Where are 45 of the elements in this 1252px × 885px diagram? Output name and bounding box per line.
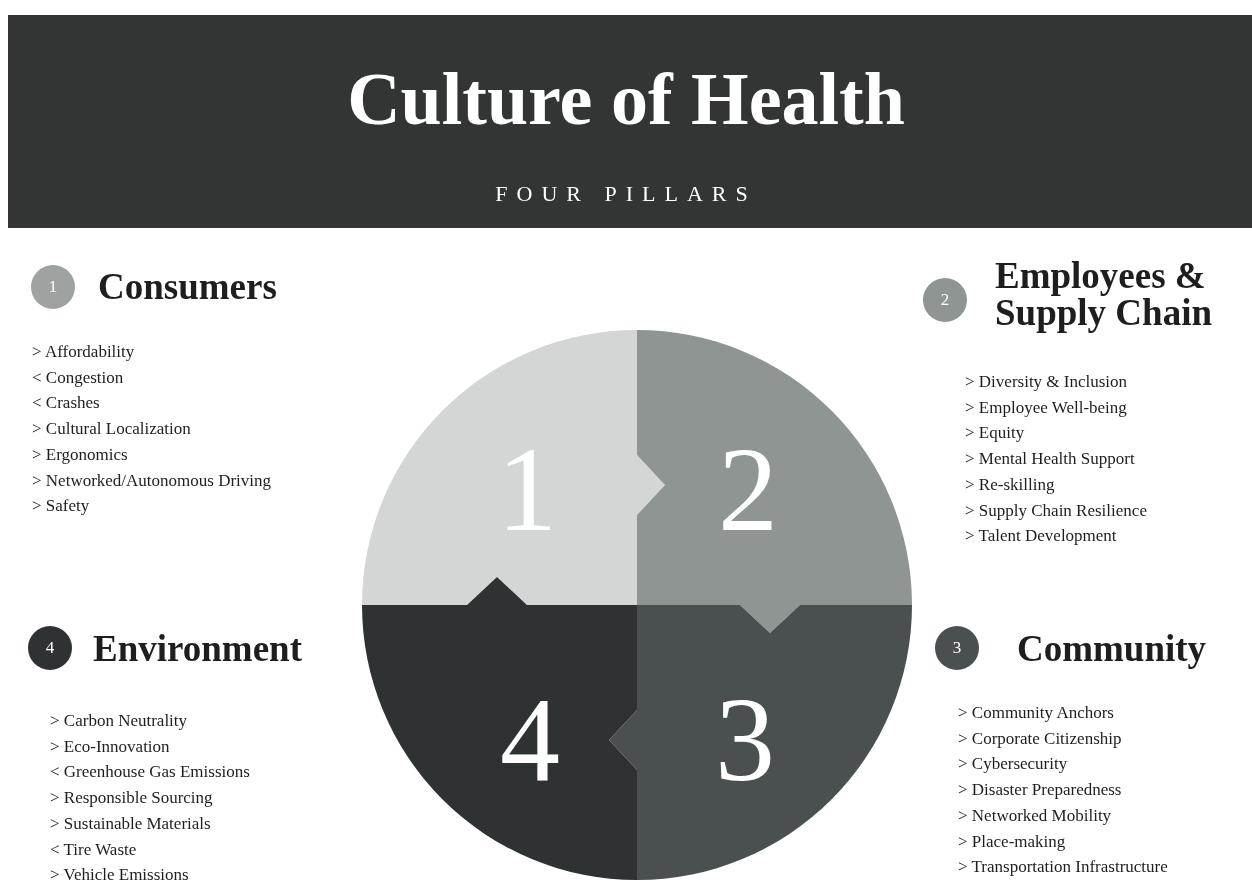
list-item: > Supply Chain Resilience [965, 501, 1147, 519]
list-item: > Vehicle Emissions [50, 866, 189, 884]
list-item: > Networked/Autonomous Driving [32, 471, 272, 489]
number-badge: 2 [923, 278, 967, 322]
list-item: > Responsible Sourcing [50, 789, 213, 807]
list-item: > Carbon Neutrality [50, 712, 188, 729]
subtitle: FOUR PILLARS [494, 183, 758, 205]
list-item: > Sustainable Materials [50, 814, 211, 832]
pillar-number: 3 [715, 680, 775, 800]
list-item: > Eco-Innovation [50, 737, 170, 755]
pillar-heading: Employees & Supply Chain [995, 257, 1213, 331]
list-item: > Disaster Preparedness [958, 781, 1122, 799]
list-item: < Greenhouse Gas Emissions [50, 763, 250, 781]
list-item: > Equity [965, 424, 1025, 442]
list-item: < Congestion [32, 368, 124, 386]
list-item: > Employee Well-being [965, 398, 1127, 416]
puzzle-quarter [362, 577, 637, 880]
puzzle-quarter [362, 330, 665, 605]
puzzle-quarter [609, 605, 912, 880]
list-item: > Corporate Citizenship [958, 729, 1122, 747]
list-item: < Tire Waste [50, 840, 137, 858]
list-item: > Place-making [958, 832, 1066, 850]
list-item: > Re-skilling [965, 475, 1055, 493]
list-item: > Cybersecurity [958, 755, 1068, 773]
list-item: > Diversity & Inclusion [965, 373, 1128, 390]
list-item: > Cultural Localization [32, 420, 191, 438]
number-badge: 4 [28, 626, 72, 670]
list-item: > Safety [32, 497, 90, 515]
list-item: > Community Anchors [958, 704, 1114, 721]
list-item: > Mental Health Support [965, 450, 1135, 468]
pillar-number: 2 [718, 430, 778, 550]
title: Culture of Health [346, 62, 906, 136]
list-item: > Talent Development [965, 527, 1117, 545]
list-item: > Ergonomics [32, 445, 128, 463]
list-item: > Affordability [32, 343, 135, 360]
number-badge: 1 [31, 265, 75, 309]
list-item: > Networked Mobility [958, 806, 1112, 824]
puzzle-quarter [637, 330, 912, 633]
list-item: > Transportation Infrastructure [958, 858, 1168, 876]
list-item: < Crashes [32, 394, 100, 412]
pillar-heading: Consumers [98, 268, 278, 305]
pillar-heading: Environment [93, 630, 303, 667]
pillar-heading: Community [1017, 630, 1208, 667]
pillar-number: 4 [500, 680, 560, 800]
number-badge: 3 [935, 626, 979, 670]
